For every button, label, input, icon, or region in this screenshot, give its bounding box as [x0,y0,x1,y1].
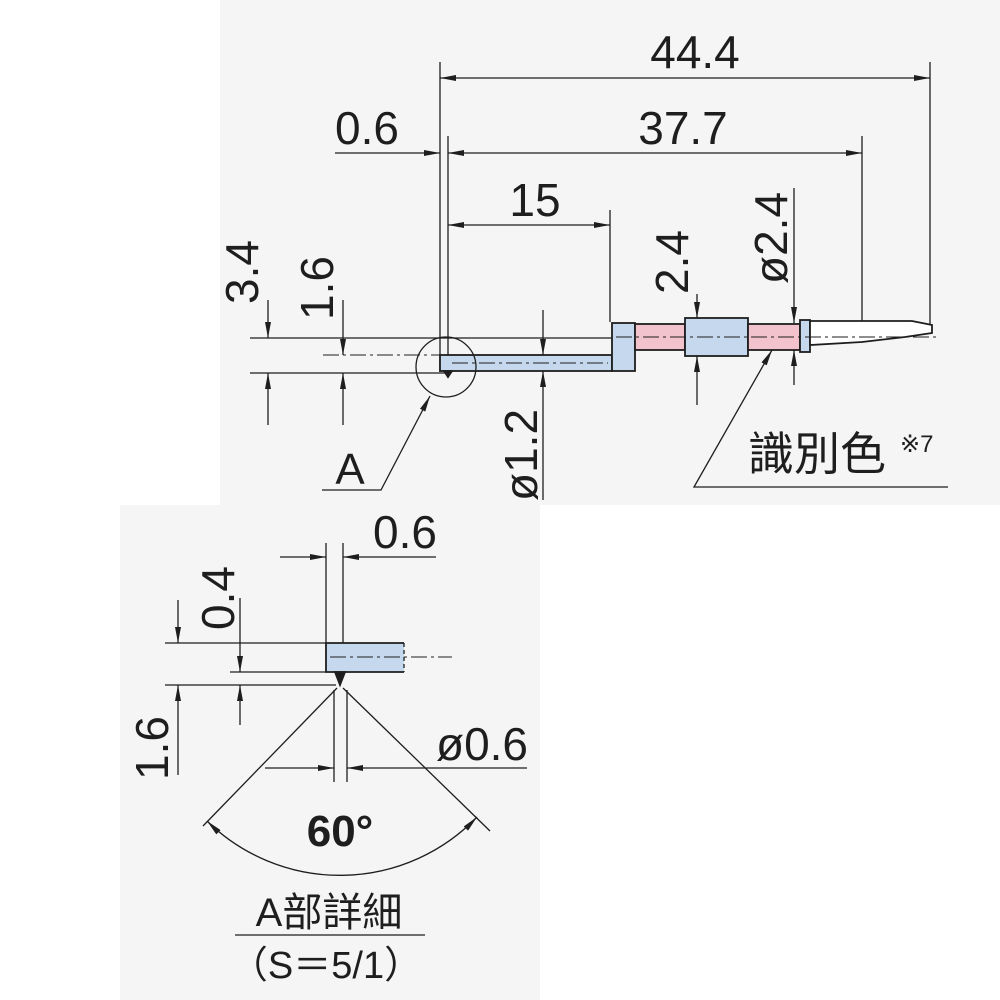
cone-angle-arc [206,816,478,876]
detail-dim-text-tip-diameter: ø0.6 [436,718,528,770]
dim-text-shaft-diameter: ø1.2 [495,409,547,501]
stylus-thread [809,320,933,346]
main-view: A 識別色 ※7 44.4 37.7 0.6 15 3.4 1.6 ø1.2 2… [216,26,948,501]
stylus-tip [442,370,454,379]
dim-text-overall-length: 44.4 [650,26,740,78]
detail-view-panel [120,505,540,1000]
stylus-bend-block [611,322,636,372]
detail-marker-label: A [335,445,365,494]
detail-dim-text-tip-height: 1.6 [126,716,178,780]
detail-shaft-outline [325,642,404,673]
cone-line-left [202,687,338,827]
detail-dim-text-protrusion: 0.4 [192,566,244,630]
dim-text-height-offset: 3.4 [216,240,268,304]
detail-view: 0.6 0.4 1.6 ø0.6 60° A部詳細 （S＝5/1） [126,506,528,987]
dim-text-tip-height: 1.6 [291,256,343,320]
dim-text-shaft-length: 15 [509,174,560,226]
dim-text-body-diameter: ø2.4 [745,192,797,284]
color-id-note: ※7 [900,431,933,458]
detail-tip [333,671,347,688]
dim-text-tip-offset: 0.6 [335,102,399,154]
stylus-small-collar [799,319,811,353]
cone-line-right [342,687,491,832]
color-id-label: 識別色 [748,428,886,480]
dim-text-collar-height: 2.4 [646,230,698,294]
detail-dim-text-tip-offset: 0.6 [373,506,437,558]
cone-angle-text: 60° [307,807,374,856]
detail-leader-a [322,395,431,491]
dim-text-37: 37.7 [638,102,728,154]
detail-scale: （S＝5/1） [230,945,422,987]
detail-circle-a [415,336,477,398]
color-id-leader [692,349,948,488]
detail-title: A部詳細 [256,891,403,935]
